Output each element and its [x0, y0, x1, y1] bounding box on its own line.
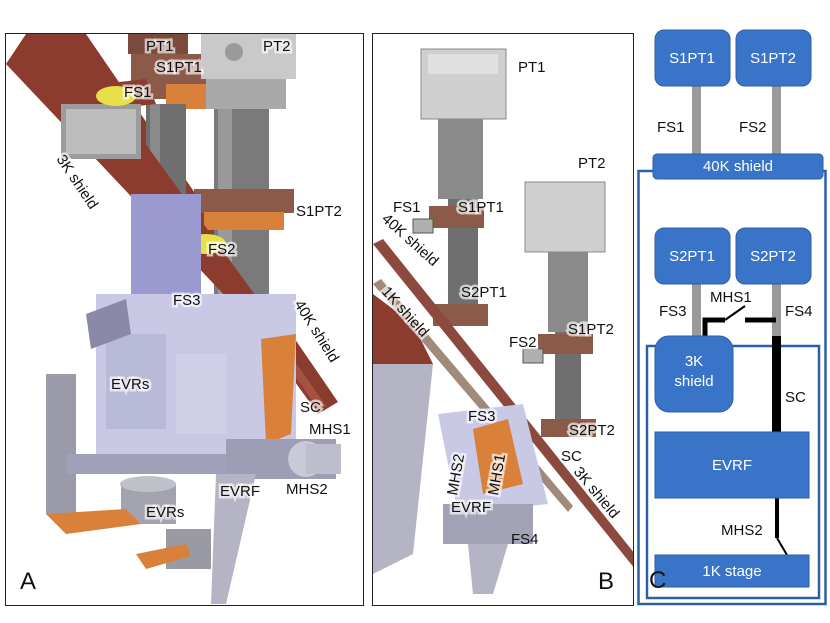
panel-b-pt2-label: PT2: [578, 155, 606, 172]
shield-3k-box: [654, 335, 734, 413]
shield-40k-bar: [652, 153, 824, 180]
panel-a-fs2-label: FS2: [208, 241, 236, 258]
sc-label: SC: [785, 389, 806, 406]
panel-a-pt2-label: PT2: [263, 38, 291, 55]
fs2-link: [772, 86, 781, 164]
panel-a-s1pt1-label: S1PT1: [156, 59, 202, 76]
fs4-label: FS4: [785, 303, 813, 320]
mhs1-label: MHS1: [710, 289, 752, 306]
panel-a-fs3-label: FS3: [173, 292, 201, 309]
b-pt1-stack: [420, 48, 507, 326]
panel-a-3k-shield-label: 3K shield: [53, 152, 102, 213]
evrf-label: EVRF: [712, 457, 752, 474]
panel-b-s1pt1-label: S1PT1: [458, 199, 504, 216]
shield-40k-label: 40K shield: [703, 158, 773, 175]
mhs-valves: [226, 439, 341, 479]
fs2-label: FS2: [739, 119, 767, 136]
panel-c-letter: C: [649, 567, 666, 594]
evrf-box: [654, 431, 810, 499]
stage-1k-label: 1K stage: [702, 563, 761, 580]
orange-bracket: [261, 334, 296, 444]
panel-a-letter: A: [20, 568, 36, 595]
panel-b-render: PT1 PT2 FS1 S1PT1 40K shield 1K shield S…: [373, 48, 633, 595]
panel-b-fs1-label: FS1: [393, 199, 421, 216]
shield-3k-enclosure: [645, 344, 821, 600]
evrs-lower-unit: [46, 474, 256, 604]
panel-b-s2pt2-label: S2PT2: [569, 422, 615, 439]
fs3-label: FS3: [659, 303, 687, 320]
s1pt2-label: S1PT2: [750, 50, 796, 67]
panel-a-s1pt2-label: S1PT2: [296, 203, 342, 220]
mhs1-switch: [702, 305, 776, 336]
s2pt2-box: [735, 227, 812, 285]
fs4-link: [772, 283, 781, 338]
panel-c-schematic: S1PT1 S1PT2 FS1 FS2 40K shield S2PT1 S2P…: [637, 29, 827, 606]
panel-a-pt1-label: PT1: [146, 38, 174, 55]
fs1-link: [692, 86, 701, 164]
panel-a-sc-label: SC: [300, 399, 321, 416]
panel-b-evrf-label: EVRF: [451, 499, 491, 516]
s2pt2-label: S2PT2: [750, 248, 796, 265]
s1pt1-label: S1PT1: [669, 50, 715, 67]
panel-a-evrs-lower-label: EVRs: [146, 504, 184, 521]
panel-c: S1PT1 S1PT2 FS1 FS2 40K shield S2PT1 S2P…: [637, 18, 829, 606]
panel-b: PT1 PT2 FS1 S1PT1 40K shield 1K shield S…: [372, 33, 634, 606]
shield-3k-label-line2: shield: [674, 373, 713, 390]
panel-b-fs2-label: FS2: [509, 334, 537, 351]
panel-a-mhs1-label: MHS1: [309, 421, 351, 438]
panel-b-letter: B: [598, 568, 614, 595]
b-lower-assembly: [438, 404, 548, 594]
b-flex-straps: [412, 218, 544, 364]
mhs2-label: MHS2: [721, 522, 763, 539]
s1pt2-box: [735, 29, 812, 87]
s2pt1-box: [654, 227, 731, 285]
shield-3k-label-line1: 3K: [685, 353, 703, 370]
panel-b-sc-label: SC: [561, 448, 582, 465]
panel-a-render: PT1 PT2 S1PT1 FS1 3K shield S1PT2 FS2 FS…: [6, 34, 353, 604]
panel-b-s2pt1-label: S2PT1: [461, 284, 507, 301]
b-pt2-stack: [524, 181, 606, 437]
fs3-link: [692, 283, 701, 345]
fs1-label: FS1: [657, 119, 685, 136]
panel-a-evrs-upper-label: EVRs: [111, 376, 149, 393]
panel-a-fs1-label: FS1: [124, 84, 152, 101]
sc-link: [772, 336, 781, 432]
stage-1k-box: [654, 554, 810, 588]
panel-b-pt1-label: PT1: [518, 59, 546, 76]
s1pt1-box: [654, 29, 731, 87]
panel-a-mhs2-label: MHS2: [286, 481, 328, 498]
panel-a: PT1 PT2 S1PT1 FS1 3K shield S1PT2 FS2 FS…: [5, 33, 364, 606]
panel-b-fs4-label: FS4: [511, 531, 539, 548]
panel-a-evrf-label: EVRF: [220, 483, 260, 500]
s2pt1-label: S2PT1: [669, 248, 715, 265]
panel-b-fs3-label: FS3: [468, 408, 496, 425]
panel-b-s1pt2-label: S1PT2: [568, 321, 614, 338]
